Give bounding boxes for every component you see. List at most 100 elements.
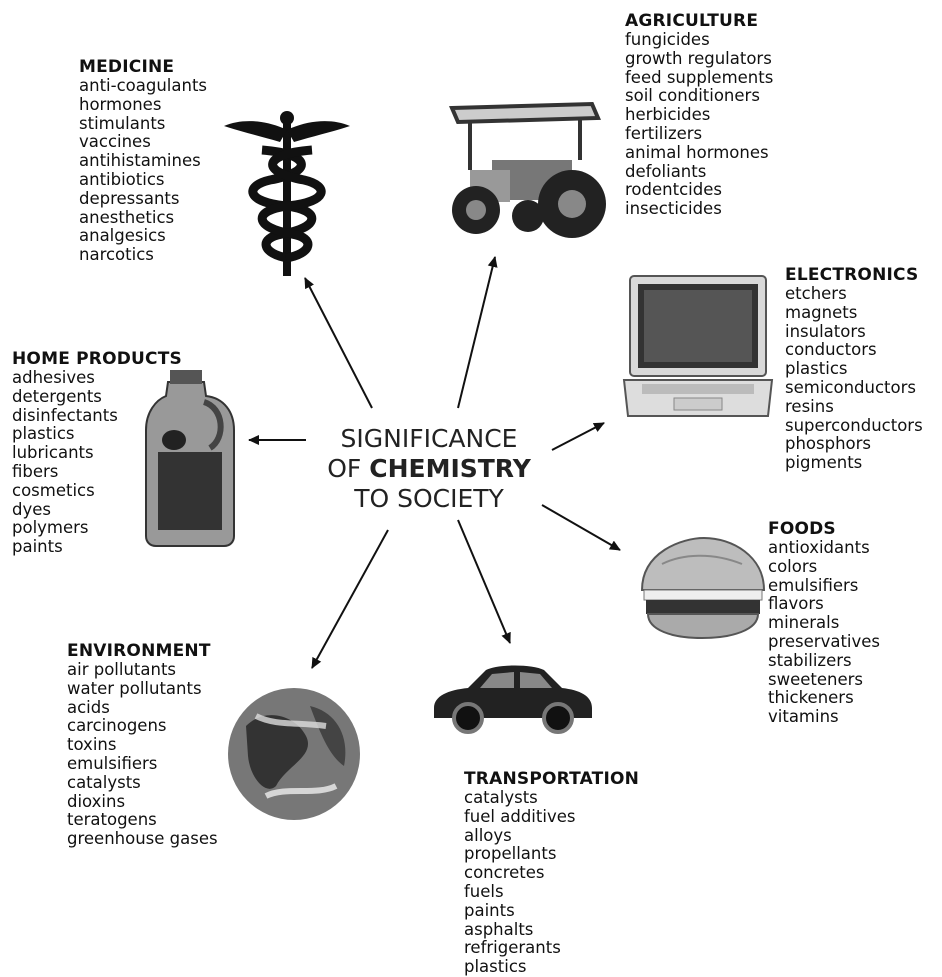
list-item: herbicides: [625, 105, 711, 125]
list-item: superconductors: [785, 415, 923, 435]
list-item: catalysts: [464, 788, 538, 807]
list-item: air pollutants: [67, 660, 177, 679]
list-item: minerals: [768, 613, 840, 633]
electronics-group: ELECTRONICS etchers magnets insulators c…: [785, 266, 923, 473]
list-item: emulsifiers: [768, 575, 859, 595]
list-item: paints: [464, 900, 515, 920]
list-item: insulators: [785, 321, 866, 341]
list-item: fibers: [12, 461, 59, 481]
hamburger-icon: [640, 536, 766, 640]
list-item: colors: [768, 556, 818, 576]
list-item: defoliants: [625, 161, 707, 181]
list-item: catalysts: [67, 772, 141, 792]
list-item: refrigerants: [464, 938, 561, 958]
earth-globe-icon: [228, 688, 360, 820]
list-item: lubricants: [12, 443, 94, 463]
list-item: insecticides: [625, 199, 722, 219]
list-item: resins: [785, 396, 834, 416]
arrow-to-electronics: [551, 422, 605, 451]
list-item: semiconductors: [785, 377, 916, 397]
car-icon: [434, 665, 592, 734]
caduceus-icon: [224, 111, 350, 276]
tractor-icon: [449, 101, 606, 238]
list-item: greenhouse gases: [67, 829, 218, 849]
electronics-title: ELECTRONICS: [785, 265, 919, 285]
list-item: fuels: [464, 881, 504, 901]
list-item: vaccines: [79, 132, 151, 152]
arrow-to-foods: [541, 504, 621, 551]
list-item: cosmetics: [12, 480, 95, 500]
list-item: polymers: [12, 518, 89, 538]
center-title-line2: OF CHEMISTRY: [296, 454, 562, 484]
medicine-group: MEDICINE anti-coagulants hormones stimul…: [79, 58, 207, 265]
list-item: etchers: [785, 284, 847, 303]
list-item: thickeners: [768, 688, 854, 708]
home-products-title: HOME PRODUCTS: [12, 349, 182, 369]
foods-group: FOODS antioxidants colors emulsifiers fl…: [768, 520, 880, 727]
list-item: asphalts: [464, 919, 534, 939]
list-item: conductors: [785, 340, 877, 360]
arrow-to-medicine: [304, 277, 373, 409]
list-item: propellants: [464, 844, 557, 864]
list-item: antioxidants: [768, 538, 870, 557]
list-item: detergents: [12, 386, 102, 406]
list-item: acids: [67, 697, 110, 717]
list-item: adhesives: [12, 368, 95, 387]
list-item: concretes: [464, 863, 545, 883]
list-item: fuel additives: [464, 806, 576, 826]
list-item: analgesics: [79, 226, 166, 246]
home-products-group: HOME PRODUCTS adhesives detergents disin…: [12, 350, 182, 557]
list-item: preservatives: [768, 631, 881, 651]
list-item: antibiotics: [79, 169, 165, 189]
list-item: vitamins: [768, 707, 839, 727]
transportation-group: TRANSPORTATION catalysts fuel additives …: [464, 770, 639, 977]
center-title-chemistry: CHEMISTRY: [369, 454, 531, 483]
list-item: alloys: [464, 825, 512, 845]
list-item: plastics: [12, 424, 75, 444]
list-item: growth regulators: [625, 48, 772, 68]
list-item: toxins: [67, 735, 117, 755]
center-title-of: OF: [327, 454, 370, 483]
environment-group: ENVIRONMENT air pollutants water polluta…: [67, 642, 218, 849]
medicine-title: MEDICINE: [79, 57, 175, 77]
list-item: sweeteners: [768, 669, 864, 689]
list-item: pigments: [785, 453, 863, 473]
foods-title: FOODS: [768, 519, 836, 539]
list-item: depressants: [79, 188, 180, 208]
center-title: SIGNIFICANCE OF CHEMISTRY TO SOCIETY: [296, 424, 562, 514]
center-title-line3: TO SOCIETY: [354, 484, 504, 513]
center-title-line1: SIGNIFICANCE: [340, 424, 518, 453]
list-item: phosphors: [785, 434, 872, 454]
list-item: hormones: [79, 94, 162, 114]
agriculture-title: AGRICULTURE: [625, 11, 759, 31]
list-item: water pollutants: [67, 678, 202, 698]
list-item: dyes: [12, 499, 51, 519]
arrow-to-transportation: [457, 519, 511, 644]
list-item: antihistamines: [79, 151, 201, 171]
list-item: magnets: [785, 302, 858, 322]
list-item: disinfectants: [12, 405, 118, 425]
laptop-icon: [622, 275, 774, 417]
list-item: stabilizers: [768, 650, 852, 670]
list-item: paints: [12, 537, 63, 557]
arrow-to-environment: [311, 529, 389, 669]
list-item: animal hormones: [625, 142, 769, 162]
list-item: anti-coagulants: [79, 76, 208, 95]
detergent-bottle-icon: [145, 370, 235, 547]
list-item: carcinogens: [67, 716, 167, 736]
list-item: plastics: [464, 957, 527, 977]
list-item: rodentcides: [625, 180, 722, 200]
list-item: stimulants: [79, 113, 166, 133]
list-item: feed supplements: [625, 67, 774, 87]
list-item: fungicides: [625, 30, 710, 49]
list-item: teratogens: [67, 810, 157, 830]
transportation-title: TRANSPORTATION: [464, 769, 640, 789]
arrow-to-agriculture: [457, 256, 498, 409]
environment-title: ENVIRONMENT: [67, 641, 211, 661]
list-item: narcotics: [79, 245, 154, 265]
list-item: anesthetics: [79, 207, 175, 227]
list-item: flavors: [768, 594, 824, 614]
list-item: fertilizers: [625, 123, 703, 143]
list-item: dioxins: [67, 791, 126, 811]
